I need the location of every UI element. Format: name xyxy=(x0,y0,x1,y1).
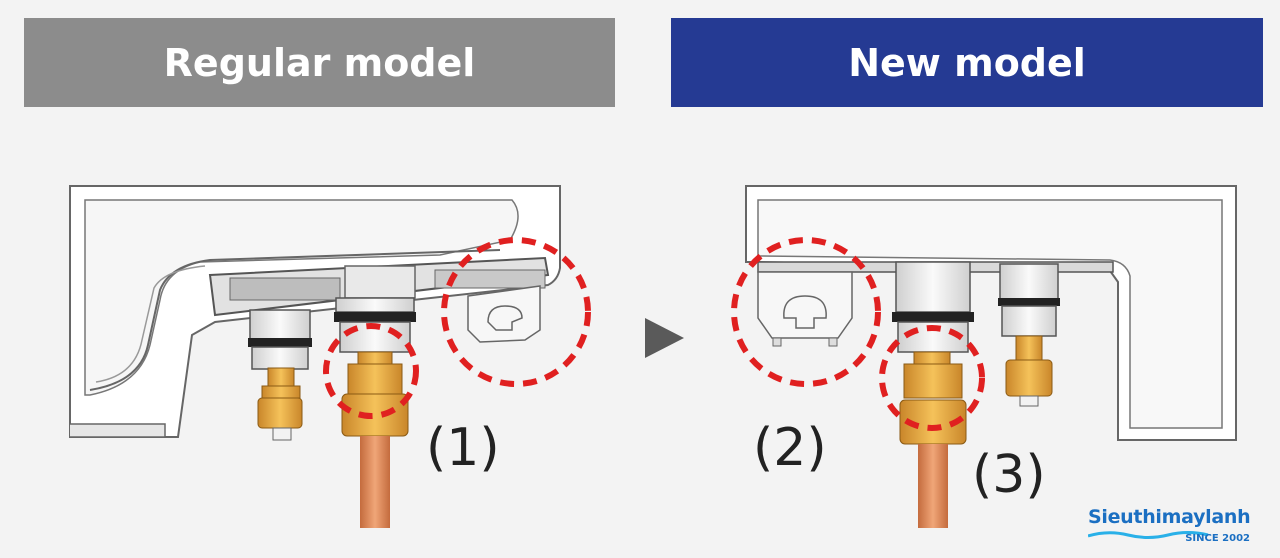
highlight-circle-2 xyxy=(731,237,881,387)
label-2: (2) xyxy=(753,418,827,478)
highlight-circles-regular xyxy=(323,237,591,419)
watermark-logo: Sieuthimaylanh SINCE 2002 xyxy=(1088,506,1264,552)
regular-model-title: Regular model xyxy=(163,40,476,85)
highlight-circle-mount-regular xyxy=(441,237,591,387)
play-arrow-icon xyxy=(645,318,684,358)
new-model-title: New model xyxy=(848,40,1086,85)
highlight-circle-1 xyxy=(323,323,419,419)
logo-brand: Sieuthimaylanh xyxy=(1088,506,1251,528)
regular-valve-large xyxy=(334,297,416,528)
label-1: (1) xyxy=(426,418,500,478)
new-valve-small xyxy=(998,263,1060,407)
new-model-banner: New model xyxy=(671,18,1263,107)
highlight-circles-new xyxy=(731,237,985,431)
regular-unit-casing xyxy=(69,185,561,438)
new-valve-large xyxy=(892,261,974,528)
label-3: (3) xyxy=(972,445,1046,505)
regular-valve-plate xyxy=(208,256,550,317)
logo-since: SINCE 2002 xyxy=(1185,533,1250,544)
highlight-circle-3 xyxy=(879,325,985,431)
new-mount-bracket xyxy=(757,271,853,347)
regular-valve-small xyxy=(248,309,312,441)
new-unit-casing xyxy=(745,185,1237,441)
wave-icon xyxy=(1088,531,1209,539)
regular-model-banner: Regular model xyxy=(24,18,615,107)
regular-mount-bracket xyxy=(467,285,541,343)
